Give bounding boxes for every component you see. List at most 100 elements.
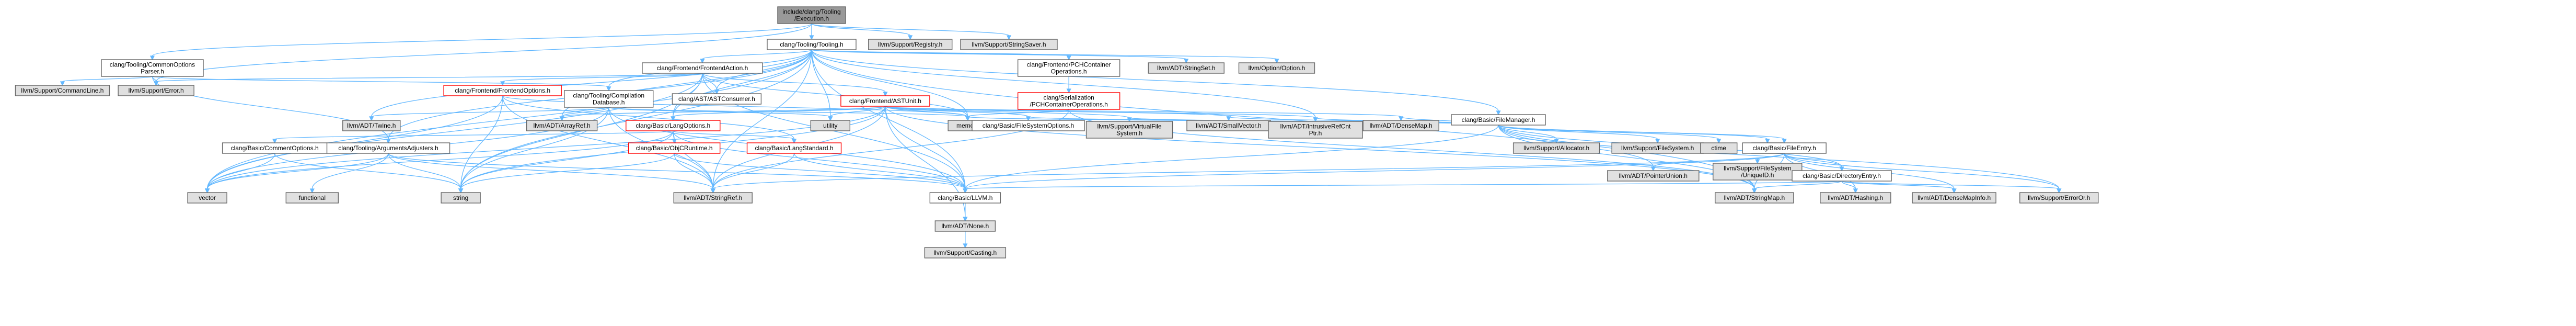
edge-line [811,23,911,36]
edge-fileentry-to-stringref [710,153,1785,194]
edge-arrowhead [559,116,564,121]
edge-arrowhead [791,139,797,144]
edge-arrowhead [963,188,968,194]
node-label: clang/Basic/LangStandard.h [755,144,833,152]
node-box [564,90,654,108]
node-label: llvm/Support/Error.h [129,87,184,94]
edge-line [502,73,703,82]
node-label: /Execution.h [794,15,829,23]
node-box [960,39,1058,50]
edge-line [811,23,1010,36]
edge-objcruntime-to-string [458,153,675,194]
node-label: clang/Basic/LangOptions.h [636,122,710,129]
edge-compilationdb-to-twine [369,107,609,121]
edge-line [62,76,153,82]
node-label: clang/Basic/ObjCRuntime.h [636,144,713,152]
edge-arrowhead [1006,35,1012,40]
node-box [924,247,1007,258]
node-box [972,120,1085,131]
edge-arrowhead [1274,59,1279,64]
node-pchcontainer[interactable]: clang/Frontend/PCHContainerOperations.h [1017,59,1120,77]
node-box [628,142,721,154]
node-commentoptions[interactable]: clang/Basic/CommentOptions.h [222,142,328,154]
node-llvmh[interactable]: clang/Basic/LLVM.h [929,192,1001,204]
edge-line [561,107,609,117]
edge-arrowhead [1127,117,1132,122]
node-label: ctime [1711,144,1726,152]
node-astconsumer[interactable]: clang/AST/ASTConsumer.h [672,93,762,105]
edge-commonoptions-to-compilationdb [152,76,611,92]
node-label: string [453,194,468,201]
node-box [101,59,204,77]
node-objcruntime[interactable]: clang/Basic/ObjCRuntime.h [628,142,721,154]
node-box [285,192,339,204]
node-serialization[interactable]: clang/Serialization/PCHContainerOperatio… [1017,92,1120,110]
node-filesystem: llvm/Support/FileSystem.h [1611,142,1704,154]
edge-directoryentry-to-stringmap [1752,181,1842,194]
node-fileentry[interactable]: clang/Basic/FileEntry.h [1742,142,1827,154]
edge-arrowhead [1650,166,1656,172]
node-box [2019,192,2099,204]
edge-arrowhead [963,243,968,249]
edge-langoptions-to-llvmh [673,130,968,194]
node-box [1912,192,1996,204]
edge-line [673,106,886,117]
edge-arrowhead [883,92,888,97]
node-label: include/clang/Tooling [782,8,840,16]
node-label: Database.h [593,99,625,106]
edge-arrowhead [1025,116,1031,121]
edge-pchcontainer-to-serialization [1066,76,1071,94]
edge-line [885,106,1402,117]
edge-arrowhead [1066,88,1071,94]
node-box [1713,163,1803,181]
edge-line [1784,153,2060,189]
node-langstandard[interactable]: clang/Basic/LangStandard.h [746,142,842,154]
edge-line [206,153,275,189]
node-directoryentry[interactable]: clang/Basic/DirectoryEntry.h [1792,170,1892,182]
edge-frontendaction-to-error [154,73,703,86]
edge-arrowhead [908,35,913,40]
edge-arrowhead [671,116,676,121]
node-box [118,85,194,96]
node-filemanager[interactable]: clang/Basic/FileManager.h [1451,114,1546,126]
node-label: /UniqueID.h [1741,172,1774,179]
node-tooling[interactable]: clang/Tooling/Tooling.h [767,39,857,50]
node-label: /PCHContainerOperations.h [1030,101,1107,108]
node-label: clang/Tooling/CommonOptions [110,61,195,69]
node-frontendaction[interactable]: clang/Frontend/FrontendAction.h [642,62,763,74]
node-label: llvm/ADT/StringSet.h [1157,64,1215,72]
edge-line [206,49,812,189]
edge-line [371,107,609,117]
node-filesystemoptions[interactable]: clang/Basic/FileSystemOptions.h [972,120,1085,131]
node-langoptions[interactable]: clang/Basic/LangOptions.h [626,120,721,131]
edge-astunit-to-intrusiverefcnt [885,106,1318,122]
edge-line [311,153,389,189]
edge-arrowhead [809,35,814,40]
node-label: llvm/ADT/SmallVector.h [1196,122,1261,129]
node-frontendoptions[interactable]: clang/Frontend/FrontendOptions.h [443,85,562,96]
node-box [1085,121,1173,139]
edge-line [712,153,795,189]
node-label: clang/Basic/CommentOptions.h [231,144,319,152]
node-box [840,95,930,107]
node-error: llvm/Support/Error.h [118,85,194,96]
node-astunit[interactable]: clang/Frontend/ASTUnit.h [840,95,930,107]
node-box [15,85,110,96]
node-argsadjusters[interactable]: clang/Tooling/ArgumentsAdjusters.h [326,142,450,154]
node-label: llvm/ADT/StringMap.h [1724,194,1785,201]
edge-arrowhead [154,81,159,86]
edge-line [1841,181,1955,189]
node-label: llvm/Support/Allocator.h [1523,144,1589,152]
edge-line [673,130,966,189]
edge-execution-to-tooling [809,24,814,40]
edge-filemanager-to-fileentry [1498,125,1787,144]
node-label: Ptr.h [1309,130,1322,137]
edge-line [885,106,968,117]
node-stringset: llvm/ADT/StringSet.h [1148,62,1225,74]
edge-line [885,106,966,189]
edge-arrowhead [1399,116,1404,121]
edge-arrowhead [1496,110,1501,116]
edge-arrowhead [386,139,391,144]
